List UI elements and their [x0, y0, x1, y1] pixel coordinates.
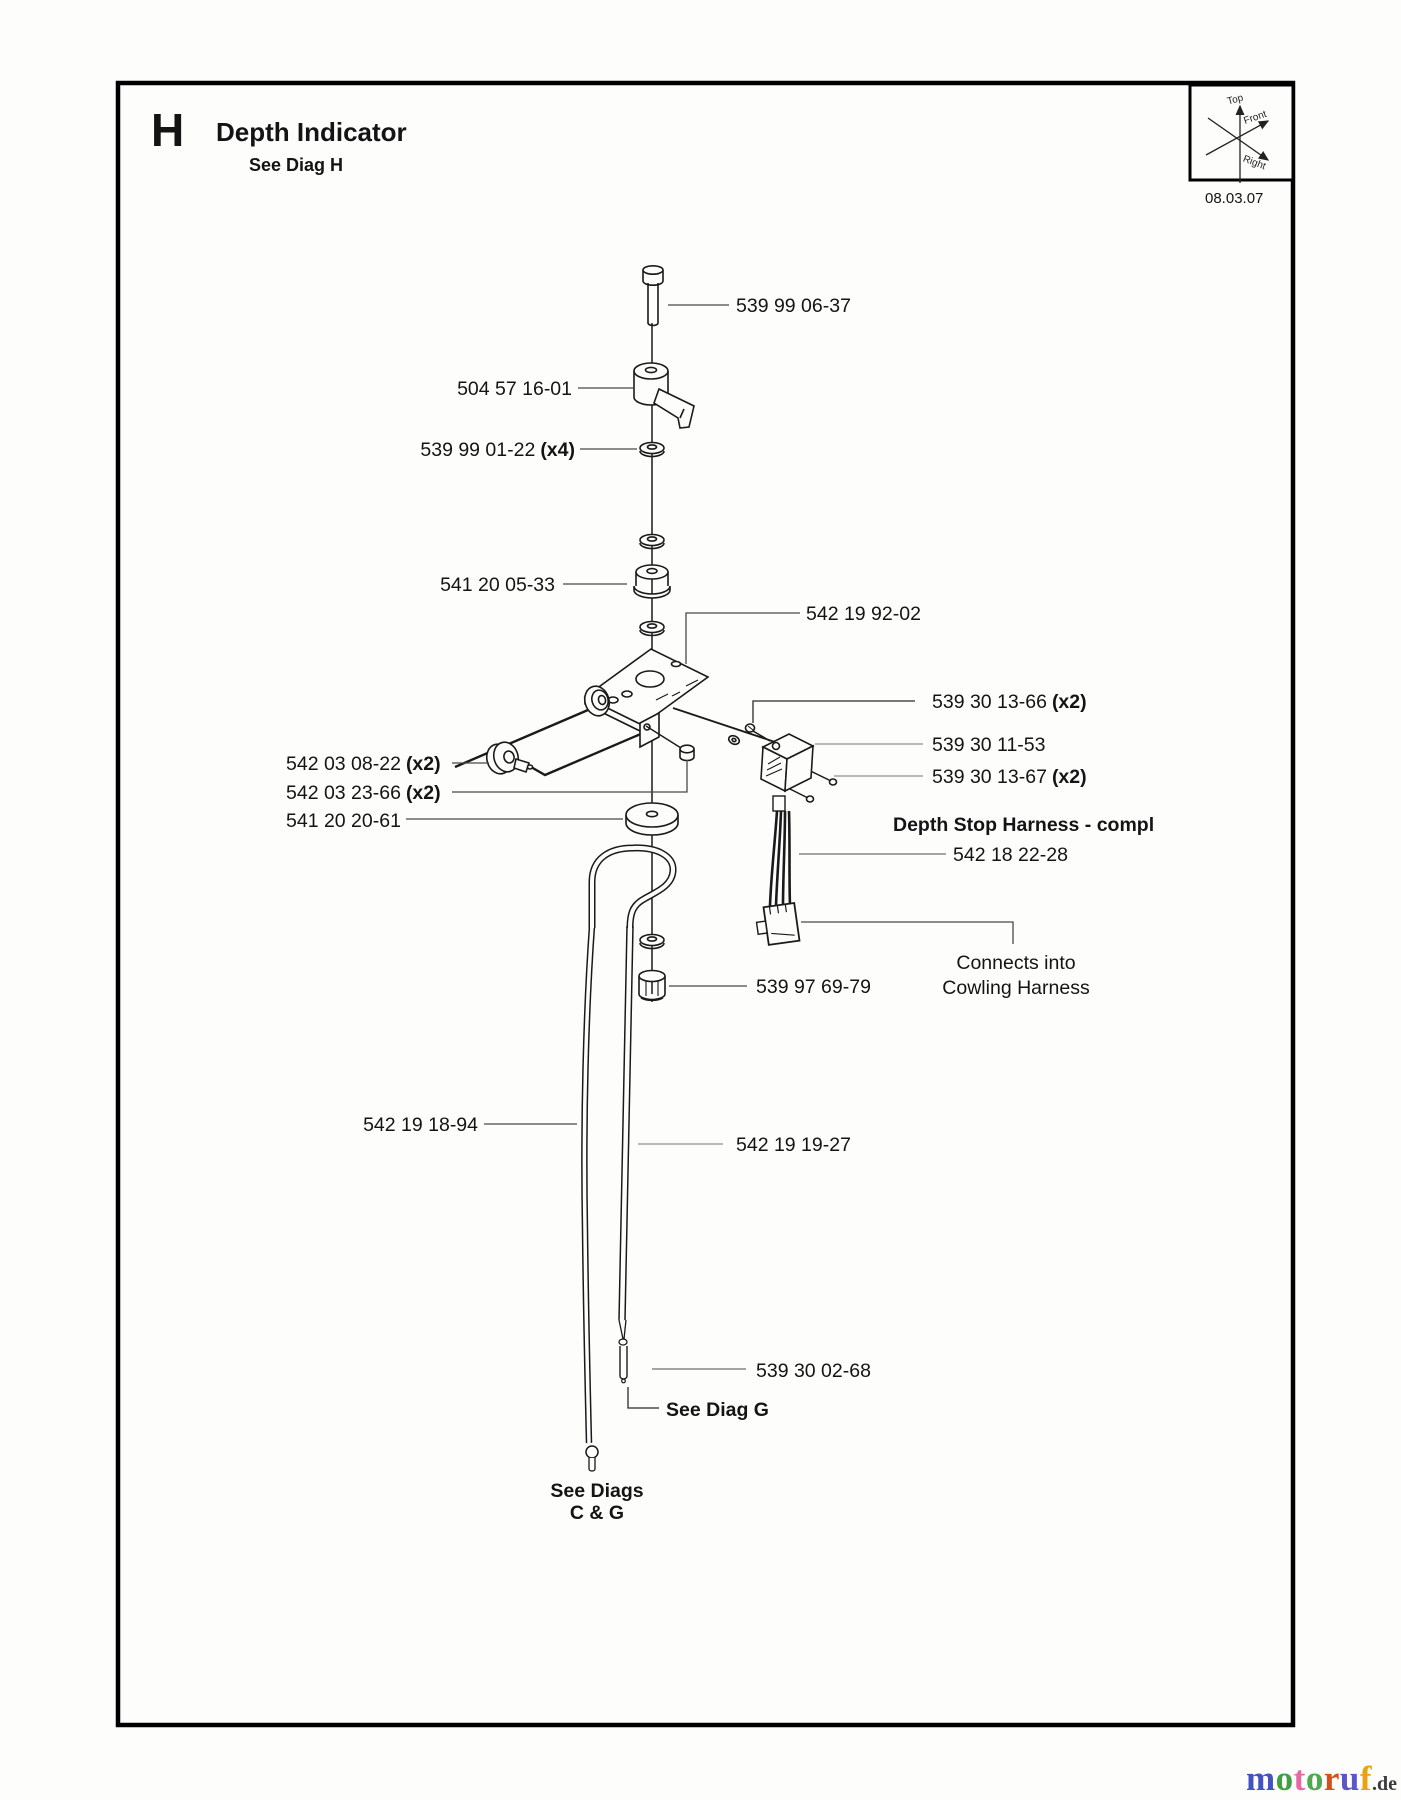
switch-shape — [760, 733, 838, 803]
part-label-disc: 541 20 20-61 — [286, 810, 401, 832]
part-label-pin: 539 30 02-68 — [756, 1360, 871, 1382]
roller-axle-rod-2 — [530, 728, 651, 777]
spacer-shape — [633, 564, 671, 599]
cable-shape — [581, 925, 599, 1472]
section-letter: H — [151, 104, 184, 156]
leader-see-diag-g — [627, 1387, 659, 1409]
leader-screw-upper — [752, 700, 915, 723]
leader-bracket — [685, 612, 800, 664]
part-label-cable: 542 19 18-94 — [363, 1114, 478, 1136]
leader-connects-note — [801, 921, 1014, 944]
roller-attached-shape — [583, 685, 611, 717]
washer-3 — [639, 620, 665, 637]
logo-letter: m — [1246, 1759, 1276, 1798]
bracket-plate-shape — [454, 648, 710, 777]
part-label-switch: 539 30 11-53 — [932, 734, 1046, 756]
leader-lines — [406, 304, 1014, 1409]
harness-connector — [755, 901, 801, 946]
washer-1 — [639, 441, 665, 458]
washer-2 — [639, 533, 665, 550]
screw-upper-shape — [744, 723, 771, 742]
tube-shape — [618, 925, 634, 1346]
disc-shape — [625, 802, 679, 836]
logo-letter: u — [1339, 1759, 1360, 1798]
connects-note-line2: Cowling Harness — [942, 977, 1090, 999]
page-subtitle: See Diag H — [249, 155, 343, 175]
leader-roller-nut — [452, 760, 688, 793]
locknut-shape — [638, 969, 666, 1002]
harness-title: Depth Stop Harness - compl — [893, 814, 1154, 836]
page-border — [115, 80, 1296, 1728]
logo-letter: r — [1323, 1759, 1340, 1798]
part-label-washer: 539 99 01-22(x4) — [420, 439, 575, 461]
part-label-lever: 504 57 16-01 — [457, 378, 572, 400]
part-label-roller: 542 03 08-22(x2) — [286, 753, 441, 775]
part-label-spacer: 541 20 05-33 — [440, 574, 555, 596]
part-label-screw-lower: 539 30 13-67(x2) — [932, 766, 1087, 788]
switch-screw-long — [672, 707, 782, 746]
logo-suffix: .de — [1372, 1773, 1397, 1795]
see-diags-cg-line1: See Diags — [550, 1480, 643, 1502]
part-label-bracket: 542 19 92-02 — [806, 603, 921, 625]
roller-detached-shape — [485, 741, 534, 775]
part-label-bolt: 539 99 06-37 — [736, 295, 851, 317]
bolt-shape — [642, 264, 664, 327]
page-title: Depth Indicator — [216, 117, 407, 147]
axis-right-arrow — [1207, 117, 1270, 161]
see-diags-cg-line2: C & G — [570, 1502, 624, 1524]
connects-note-line1: Connects into — [956, 952, 1075, 974]
header: H Depth Indicator See Diag H — [151, 104, 407, 175]
logo-letter: o — [1275, 1759, 1294, 1798]
parts-drawing — [454, 264, 838, 1472]
revision-date: 08.03.07 — [1205, 190, 1263, 207]
axis-top-label: Top — [1226, 92, 1245, 107]
roller-axle-rod-1 — [454, 708, 589, 769]
part-labels: 539 99 06-37 504 57 16-01 539 99 01-22(x… — [286, 295, 1154, 1524]
cable-end-ball — [585, 1445, 599, 1459]
part-label-harness: 542 18 22-28 — [953, 844, 1068, 866]
part-label-roller-nut: 542 03 23-66(x2) — [286, 782, 441, 804]
harness-shape — [755, 795, 801, 946]
washer-4 — [639, 933, 665, 950]
logo-letter: t — [1293, 1759, 1306, 1798]
lever-shape — [633, 362, 695, 429]
hook-loop-shape — [588, 844, 677, 929]
part-label-screw-upper: 539 30 13-66(x2) — [932, 691, 1087, 713]
logo-letter: f — [1359, 1759, 1372, 1798]
orientation-axes-icon: Top Front Right — [1188, 83, 1295, 183]
pin-shape — [619, 1346, 628, 1384]
part-label-tube: 542 19 19-27 — [736, 1134, 851, 1156]
see-diag-g-note: See Diag G — [666, 1399, 769, 1421]
part-label-locknut: 539 97 69-79 — [756, 976, 871, 998]
logo-letter: o — [1305, 1759, 1324, 1798]
roller-nut-shape — [645, 725, 695, 762]
motoruf-logo: motoruf.de — [1246, 1761, 1397, 1796]
